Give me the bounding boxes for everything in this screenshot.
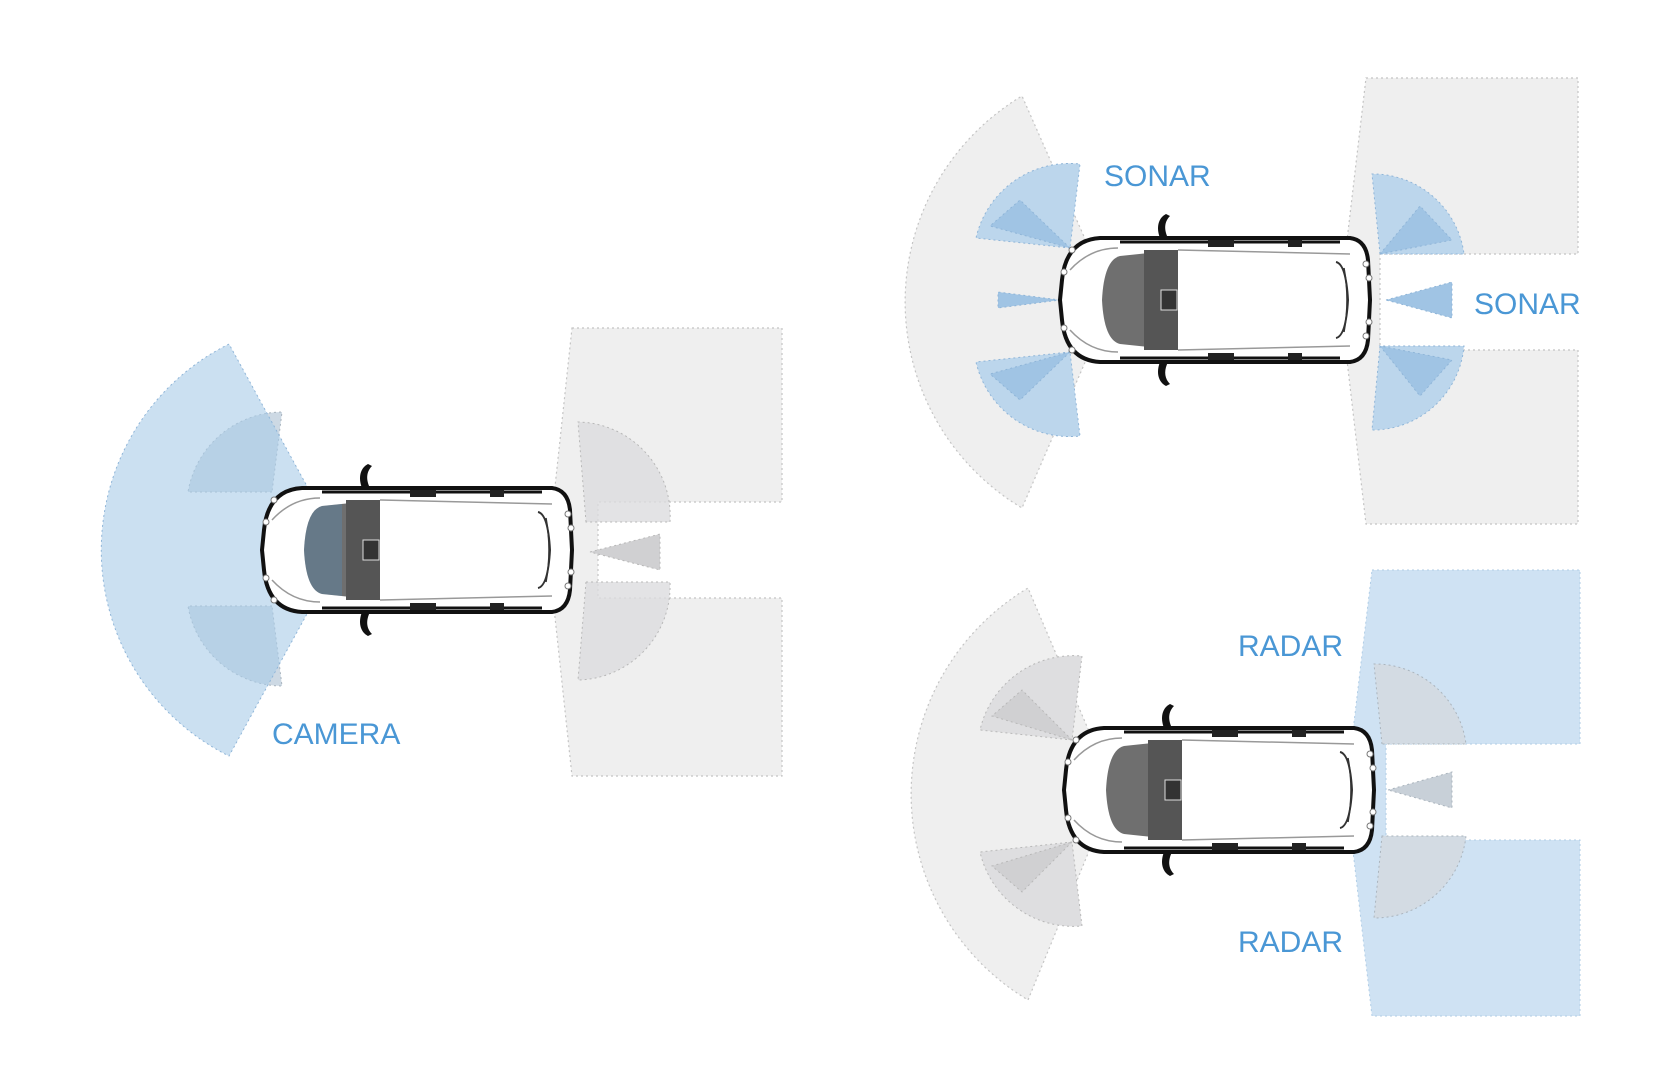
camera-windshield-tint — [304, 504, 342, 596]
rear-short-range-sectors — [1373, 663, 1467, 919]
rear-sonar-sectors — [1371, 173, 1465, 431]
scene-camera: CAMERA — [100, 327, 783, 777]
sonar-front-label: SONAR — [1104, 160, 1211, 193]
car-top-view-icon — [1062, 702, 1378, 878]
scene-sonar: SONAR SONAR — [904, 77, 1581, 525]
radar-upper-label: RADAR — [1238, 630, 1343, 663]
scene-radar: RADAR RADAR — [910, 569, 1581, 1017]
radar-lower-label: RADAR — [1238, 926, 1343, 959]
sonar-rear-label: SONAR — [1474, 288, 1581, 321]
camera-coverage-sector — [100, 343, 343, 757]
car-top-view-icon — [1058, 212, 1374, 388]
front-sonar-sectors — [975, 162, 1081, 438]
radar-coverage-zone — [1345, 569, 1581, 1017]
rear-short-range-sectors — [577, 421, 671, 681]
camera-label: CAMERA — [272, 718, 400, 751]
rear-long-range-zone — [547, 327, 783, 777]
front-short-range-sectors — [979, 655, 1083, 927]
